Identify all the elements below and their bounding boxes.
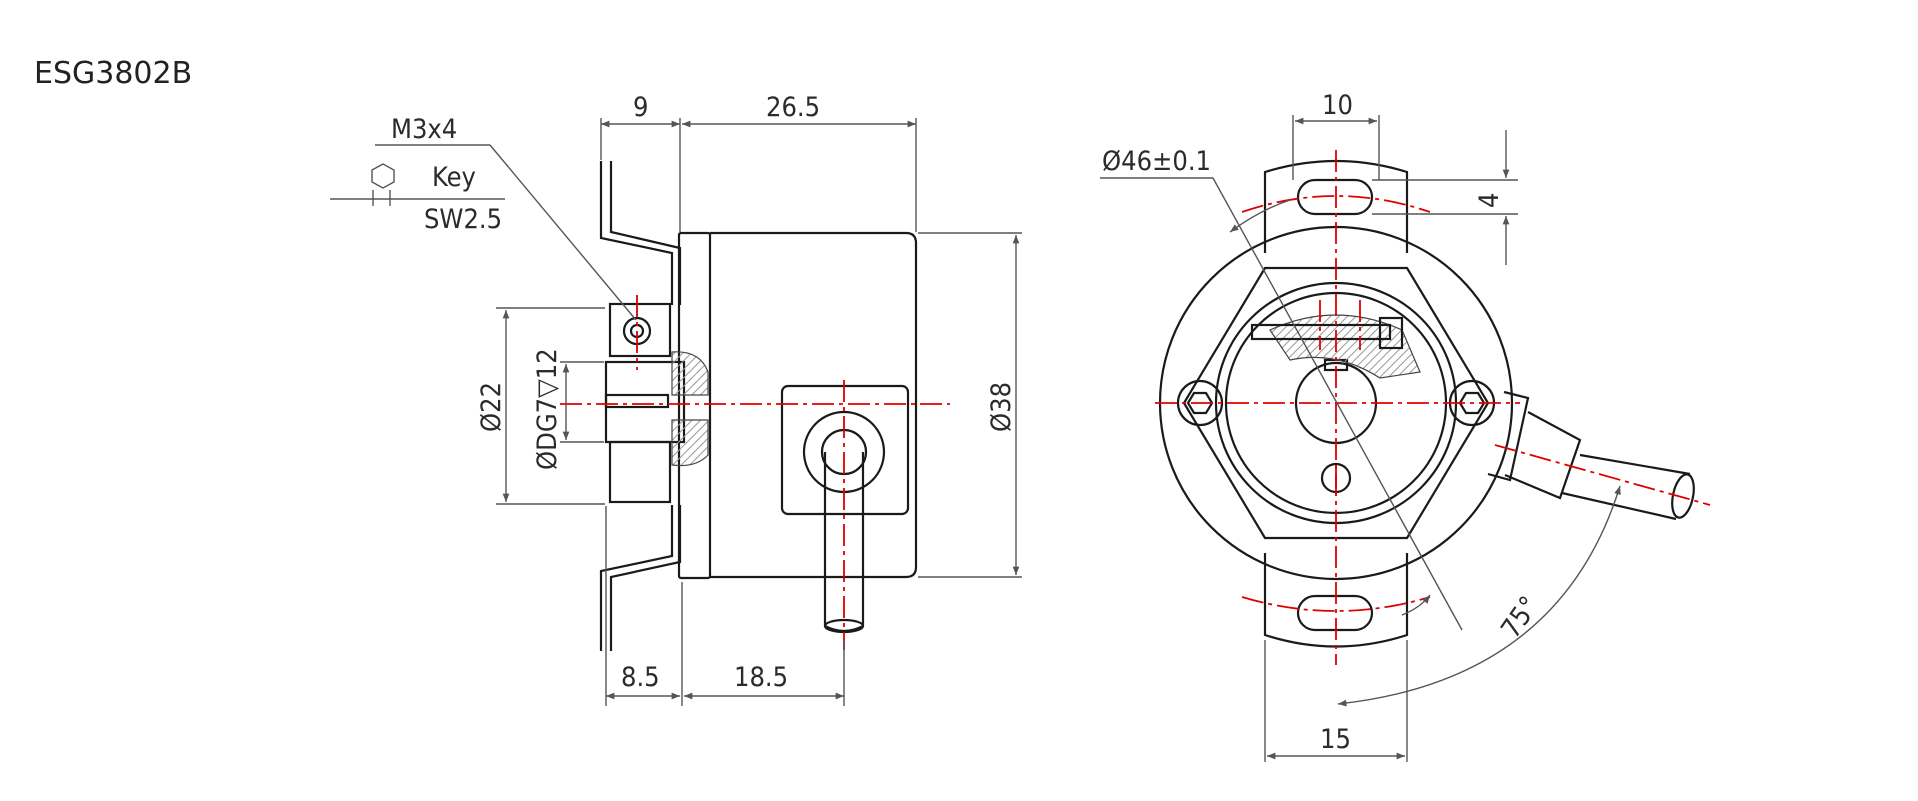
clamp-block [608, 302, 672, 358]
section-hatch [671, 351, 709, 396]
cable-exit [1487, 390, 1695, 521]
clamp-bar [1250, 323, 1392, 341]
slot-width-10: 10 [1322, 90, 1353, 121]
wrench-label: SW2.5 [424, 204, 502, 235]
cable-gland [780, 384, 910, 516]
angle-75: 75° [1495, 591, 1545, 644]
dim-26-5: 26.5 [766, 92, 820, 123]
screw-label: M3x4 [391, 114, 457, 145]
front-view: 10 4 Ø46±0.1 15 75° [1100, 90, 1711, 762]
key-label: Key [432, 162, 476, 193]
hex-key-icon [371, 163, 395, 189]
slot-height-4: 4 [1474, 193, 1505, 208]
flange-plate [677, 231, 712, 580]
dim-8-5: 8.5 [621, 662, 660, 693]
dim-9: 9 [633, 92, 648, 123]
dim-18-5: 18.5 [734, 662, 788, 693]
spring-bracket [599, 161, 682, 651]
model-title: ESG3802B [34, 56, 193, 91]
dia-bore: ØDG7▽12 [532, 348, 563, 470]
dia-22: Ø22 [476, 382, 507, 432]
clamp-hatch [1269, 314, 1421, 379]
width-15: 15 [1320, 724, 1351, 755]
dia-38: Ø38 [986, 382, 1017, 432]
side-view: M3x4 Key SW2.5 9 26.5 8.5 18.5 Ø22 ØDG7▽… [330, 92, 1022, 706]
pcd-46: Ø46±0.1 [1102, 146, 1211, 177]
encoder-body [710, 231, 918, 579]
